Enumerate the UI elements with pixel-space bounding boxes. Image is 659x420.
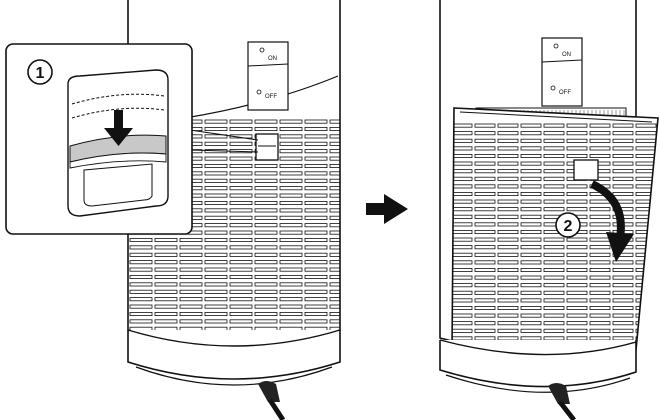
right-arrow-icon [366,194,408,224]
latch-right [573,159,599,181]
panel-label-off: OFF [265,94,277,100]
power-cord-left [258,381,286,420]
control-panel-left: ON OFF [247,41,289,111]
panel-label-off-right: OFF [559,90,571,96]
step-1-badge: 1 [27,59,53,85]
curved-arrow-icon [590,180,634,262]
power-cord-right [548,383,576,420]
down-arrow-icon [104,110,133,146]
latch-detail-inset: 1 [5,43,193,235]
panel-label-on-right: ON [562,52,571,58]
control-panel-right: ON OFF [541,37,583,107]
base-left [127,329,341,386]
base-right [439,339,637,393]
step-1-number: 1 [36,65,45,82]
purifier-right: ON OFF 2 [439,0,659,420]
step-2-number: 2 [564,218,573,235]
filter-cover-open [451,107,659,359]
panel-label-on: ON [268,56,277,62]
step-2-badge: 2 [555,212,581,238]
latch-left [255,133,279,161]
